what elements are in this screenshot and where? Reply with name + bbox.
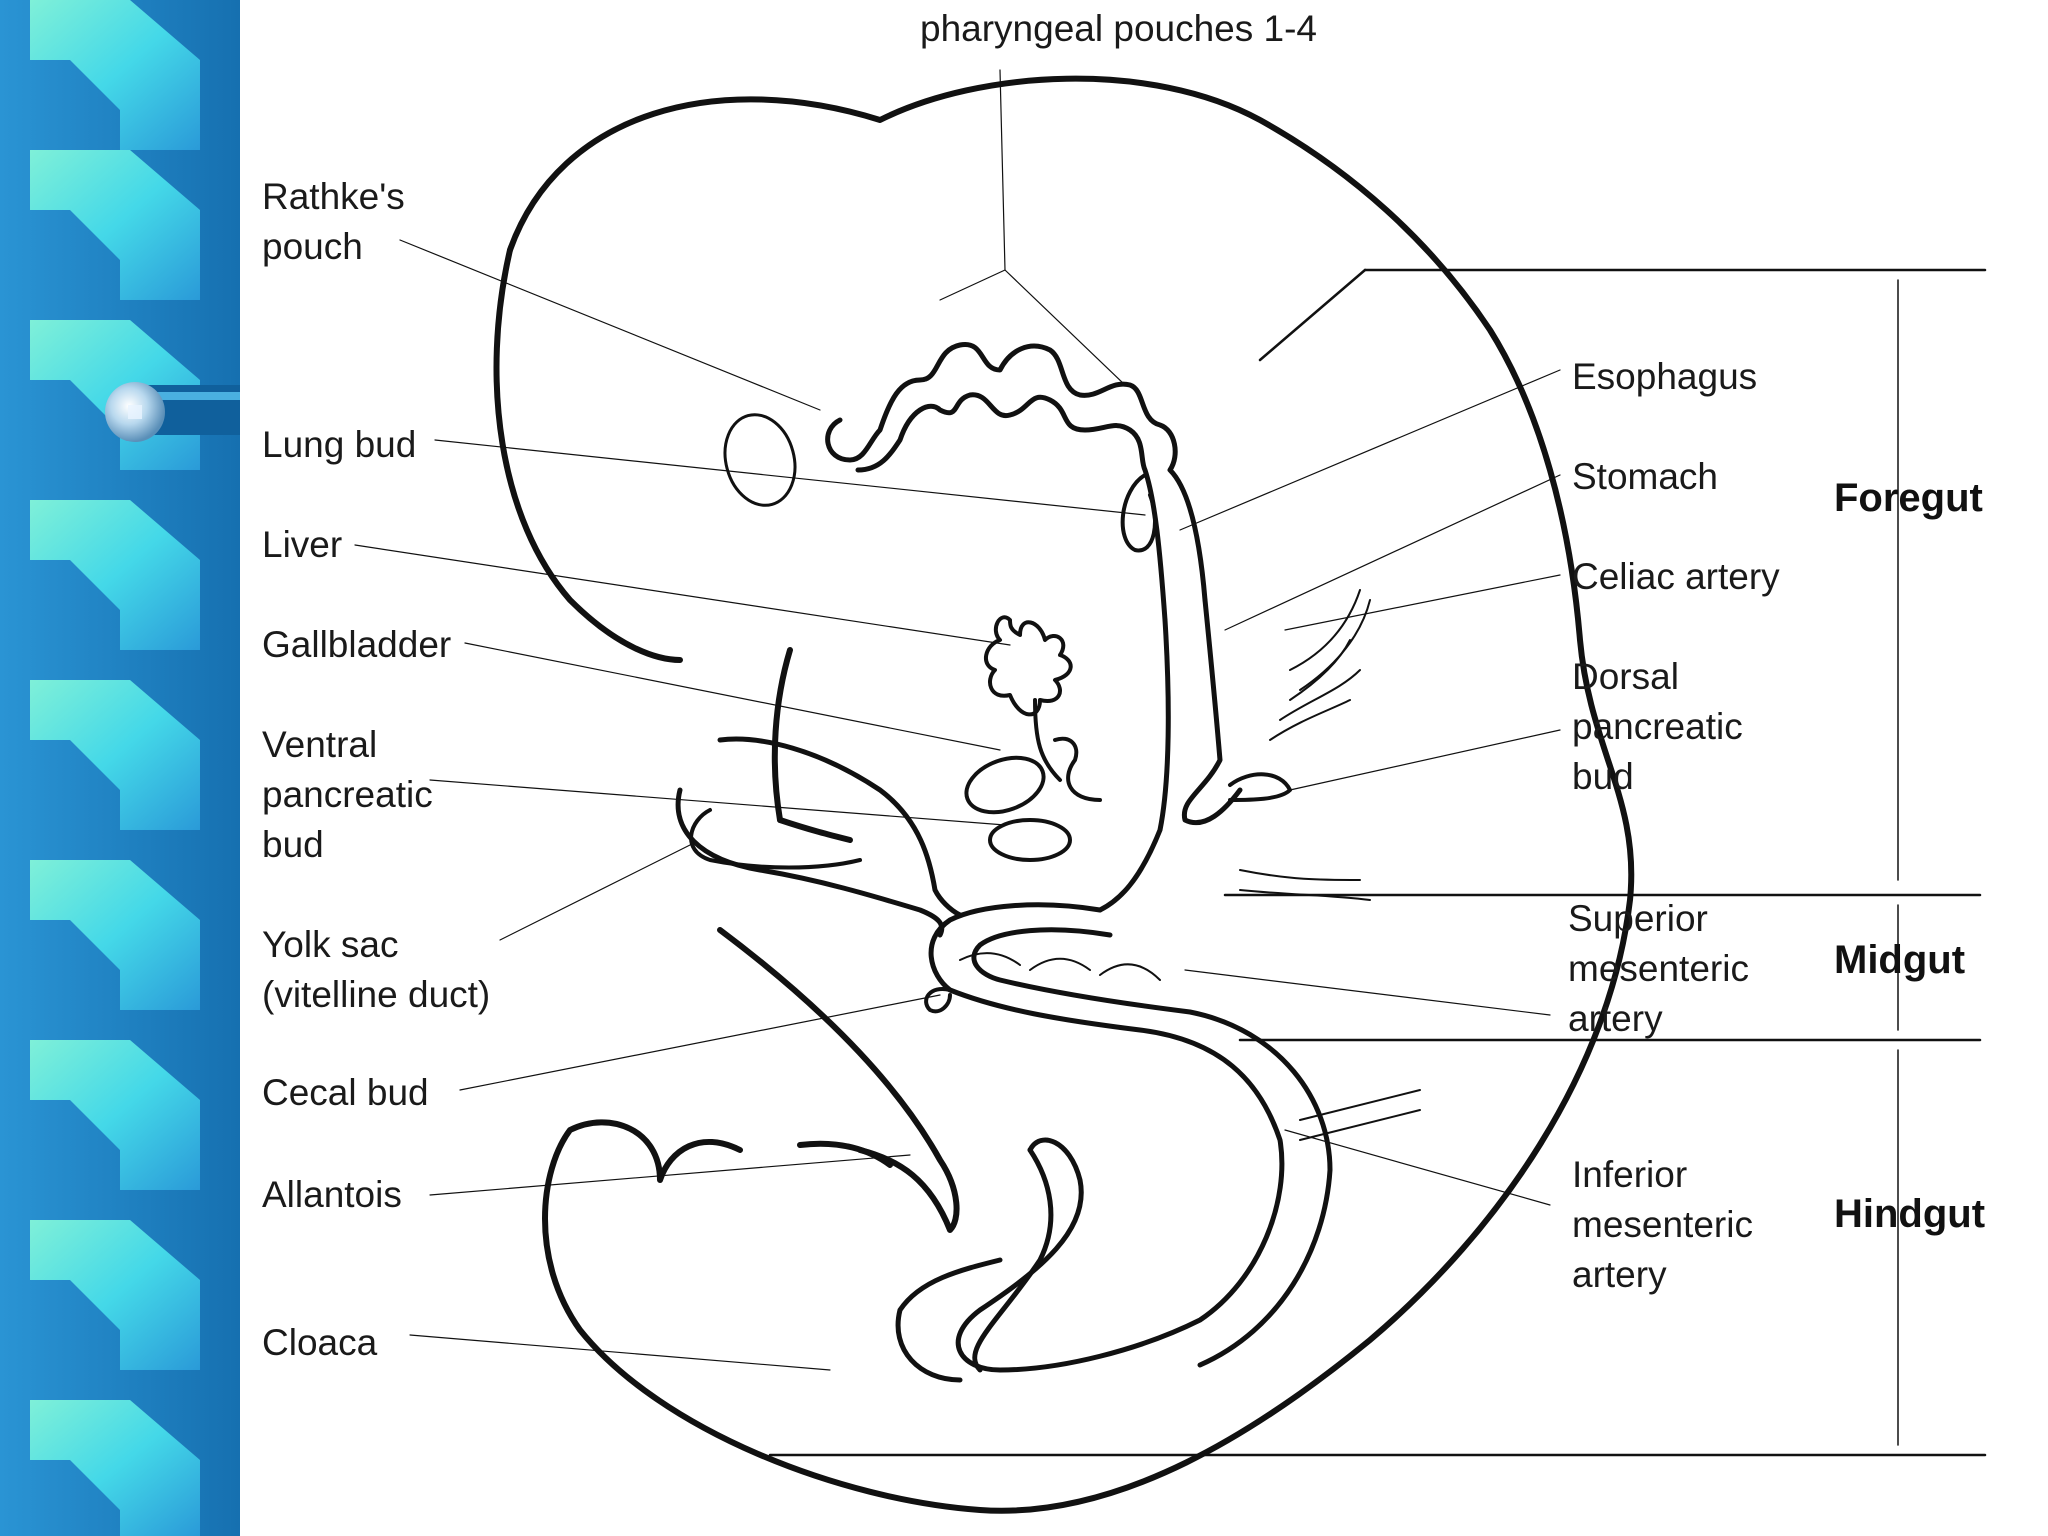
section-foregut: Foregut xyxy=(1834,476,1983,520)
label-cloaca: Cloaca xyxy=(262,1322,378,1363)
cloaca-shape xyxy=(972,1147,1054,1373)
label-liver: Liver xyxy=(262,524,343,565)
section-midgut: Midgut xyxy=(1834,938,1966,982)
section-hindgut: Hindgut xyxy=(1834,1192,1986,1236)
label-yolk-sac: Yolk sac (vitelline duct) xyxy=(262,924,491,1015)
label-rathkes-pouch: Rathke's pouch xyxy=(262,176,405,267)
embryo-gut-diagram xyxy=(354,69,1987,1514)
yolk-sac-shape xyxy=(675,736,963,938)
leader-lines xyxy=(354,69,1561,1371)
ventral-pancreas-shape xyxy=(988,818,1072,862)
region-lines xyxy=(768,268,1987,1457)
head-curve xyxy=(493,247,683,663)
label-superior-mesenteric-artery: Superior mesenteric artery xyxy=(1568,898,1749,1039)
label-gallbladder: Gallbladder xyxy=(262,624,452,665)
label-dorsal-pancreatic-bud: Dorsal pancreatic bud xyxy=(1572,656,1743,797)
label-celiac-artery: Celiac artery xyxy=(1572,556,1780,597)
label-allantois: Allantois xyxy=(262,1174,402,1215)
cecal-bud-shape xyxy=(924,987,952,1014)
oval-structure xyxy=(723,413,797,507)
label-pharyngeal-pouches: pharyngeal pouches 1-4 xyxy=(920,8,1318,49)
embryo-outline xyxy=(507,75,1635,1514)
gallbladder-shape xyxy=(964,755,1046,815)
label-cecal-bud: Cecal bud xyxy=(262,1072,429,1113)
dorsal-pancreas-shape xyxy=(1228,772,1292,802)
label-lung-bud: Lung bud xyxy=(262,424,417,465)
pharyngeal-tube xyxy=(825,342,1208,603)
label-stomach: Stomach xyxy=(1572,456,1719,497)
allantois-shape xyxy=(717,927,960,1233)
label-esophagus: Esophagus xyxy=(1572,356,1758,397)
label-ventral-pancreatic-bud: Ventral pancreatic bud xyxy=(262,724,433,865)
zigzag-pattern xyxy=(30,0,200,1536)
label-inferior-mesenteric-artery: Inferior mesenteric artery xyxy=(1572,1154,1753,1295)
liver-branching xyxy=(984,615,1073,717)
decorative-sidebar xyxy=(0,0,240,1536)
